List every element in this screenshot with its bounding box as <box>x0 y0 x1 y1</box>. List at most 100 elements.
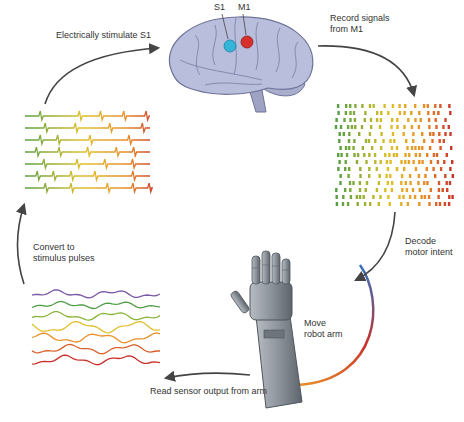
spike-tick <box>443 160 445 164</box>
spike-tick <box>350 195 352 199</box>
spike-tick <box>449 167 451 171</box>
spike-tick <box>418 146 420 150</box>
spike-tick <box>427 111 429 115</box>
spike-tick <box>372 195 374 199</box>
sensor-wave <box>32 333 160 343</box>
spike-tick <box>386 160 388 164</box>
spike-tick <box>352 181 354 185</box>
spike-tick <box>389 139 391 143</box>
spike-tick <box>337 111 339 115</box>
pulse-trace <box>25 171 150 180</box>
spike-tick <box>419 188 421 192</box>
spike-tick <box>423 181 425 185</box>
spike-tick <box>347 174 349 178</box>
spike-tick <box>417 181 419 185</box>
spike-tick <box>414 104 416 108</box>
spike-tick <box>364 118 366 122</box>
spike-tick <box>404 153 406 157</box>
spike-tick <box>400 160 402 164</box>
spike-tick <box>412 188 414 192</box>
spike-tick <box>396 146 398 150</box>
spike-tick <box>353 139 355 143</box>
step-label: Decode motor intent <box>405 236 457 258</box>
spike-tick <box>391 181 393 185</box>
spike-tick <box>370 118 372 122</box>
spike-tick <box>357 153 359 157</box>
spike-tick <box>426 181 428 185</box>
spike-tick <box>359 167 361 171</box>
spike-tick <box>380 118 382 122</box>
spike-tick <box>339 132 341 136</box>
spike-tick <box>380 132 382 136</box>
spike-tick <box>424 174 426 178</box>
spike-tick <box>365 160 367 164</box>
spike-tick <box>359 174 361 178</box>
spike-tick <box>365 139 367 143</box>
spike-tick <box>415 167 417 171</box>
spike-tick <box>403 167 405 171</box>
arrow <box>45 48 158 104</box>
spike-tick <box>390 125 392 129</box>
spike-tick <box>346 153 348 157</box>
spike-tick <box>424 195 426 199</box>
spike-tick <box>376 167 378 171</box>
spike-tick <box>336 202 338 206</box>
spike-tick <box>438 188 440 192</box>
spike-tick <box>398 104 400 108</box>
spike-tick <box>396 125 398 129</box>
arrow <box>318 46 414 95</box>
spike-tick <box>347 125 349 129</box>
spike-tick <box>369 104 371 108</box>
spike-tick <box>412 139 414 143</box>
spike-tick <box>359 195 361 199</box>
spike-tick <box>391 188 393 192</box>
spike-tick <box>366 181 368 185</box>
spike-tick <box>418 174 420 178</box>
spike-tick <box>435 118 437 122</box>
spike-tick <box>392 132 394 136</box>
sensor-wave <box>32 344 160 354</box>
sensor-wave <box>32 312 160 320</box>
spike-tick <box>442 125 444 129</box>
spike-tick <box>399 111 401 115</box>
step-label: Record signals from M1 <box>330 13 394 35</box>
spike-tick <box>342 195 344 199</box>
spike-tick <box>339 146 341 150</box>
spike-tick <box>389 160 391 164</box>
spike-tick <box>384 153 386 157</box>
spike-tick <box>374 160 376 164</box>
spike-tick <box>437 195 439 199</box>
spike-tick <box>421 132 423 136</box>
spike-tick <box>354 104 356 108</box>
spike-tick <box>404 104 406 108</box>
spike-tick <box>359 181 361 185</box>
spike-tick <box>414 118 416 122</box>
spike-tick <box>401 188 403 192</box>
spike-tick <box>387 111 389 115</box>
spike-tick <box>419 153 421 157</box>
spike-tick <box>345 146 347 150</box>
spike-tick <box>428 195 430 199</box>
spike-tick <box>374 153 376 157</box>
spike-tick <box>337 153 339 157</box>
spike-tick <box>339 181 341 185</box>
spike-tick <box>418 111 420 115</box>
spike-tick <box>396 118 398 122</box>
spike-tick <box>379 125 381 129</box>
spike-tick <box>403 132 405 136</box>
spike-tick <box>387 195 389 199</box>
spike-tick <box>437 160 439 164</box>
spike-tick <box>391 118 393 122</box>
spike-tick <box>364 202 366 206</box>
spike-tick <box>421 146 423 150</box>
spike-tick <box>347 202 349 206</box>
spike-tick <box>384 188 386 192</box>
stimulus-pulse-traces <box>25 111 152 192</box>
spike-tick <box>364 111 366 115</box>
spike-tick <box>369 132 371 136</box>
pulse-trace <box>25 123 150 132</box>
spike-tick <box>411 146 413 150</box>
spike-tick <box>434 104 436 108</box>
spike-tick <box>336 195 338 199</box>
spike-tick <box>356 195 358 199</box>
